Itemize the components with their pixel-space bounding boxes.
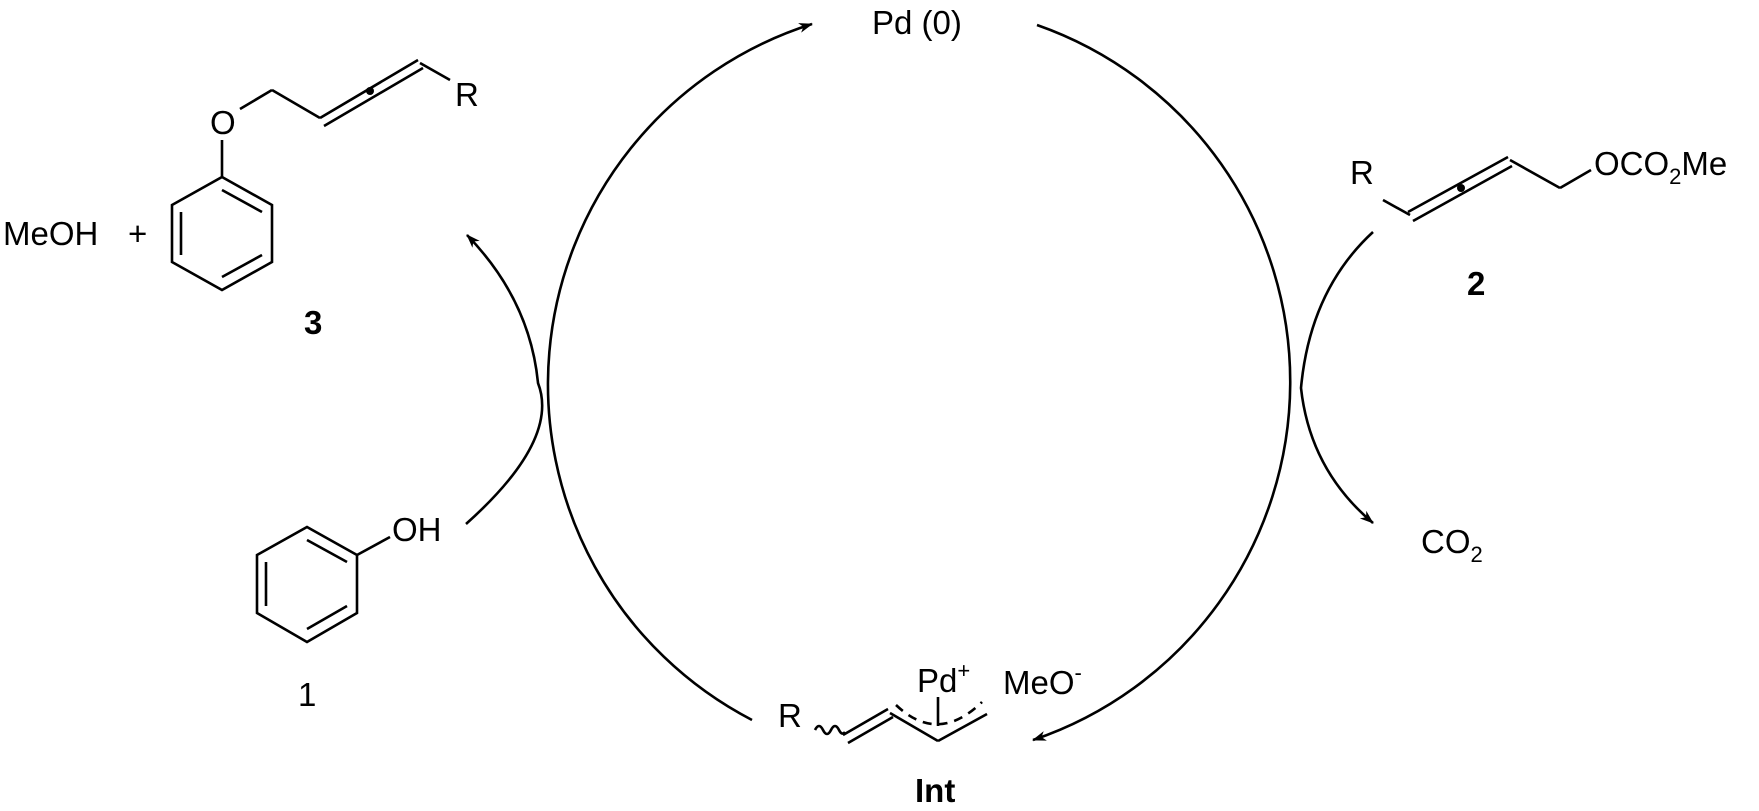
compound-1-label: 1 bbox=[298, 676, 317, 713]
cycle-arc-left bbox=[546, 22, 813, 722]
allene-to-co2-arrow bbox=[1299, 231, 1374, 524]
methoxide-symbol: MeO bbox=[1003, 664, 1075, 701]
compound-2-label: 2 bbox=[1467, 265, 1486, 302]
compound-3-label: 3 bbox=[304, 304, 323, 341]
catalyst-label: Pd (0) bbox=[872, 4, 962, 41]
phenol-to-product-arrow bbox=[465, 234, 544, 525]
carbonate-subscript: 2 bbox=[1669, 164, 1682, 189]
intermediate-r-group: R bbox=[778, 697, 802, 734]
product-r-group: R bbox=[455, 76, 479, 113]
plus-sign: + bbox=[128, 215, 148, 252]
carbonate-group: OCO2Me bbox=[1594, 145, 1728, 188]
co2-byproduct: CO2 bbox=[1421, 523, 1483, 566]
phenol-oh: OH bbox=[392, 511, 442, 548]
palladium-symbol: Pd bbox=[917, 662, 958, 699]
methoxide-charge: - bbox=[1074, 660, 1082, 685]
palladium-cation: Pd+ bbox=[917, 660, 970, 699]
intermediate-label: Int bbox=[915, 772, 956, 809]
allene-r-group: R bbox=[1350, 154, 1374, 191]
compound-1-structure bbox=[255, 525, 391, 644]
methoxide-anion: MeO- bbox=[1003, 662, 1082, 701]
carbonate-prefix: OCO bbox=[1594, 145, 1670, 182]
intermediate-structure bbox=[813, 697, 988, 745]
palladium-charge: + bbox=[957, 658, 971, 683]
carbonate-suffix: Me bbox=[1681, 145, 1728, 182]
ether-oxygen: O bbox=[210, 104, 236, 141]
co2-subscript: 2 bbox=[1470, 542, 1483, 567]
cycle-arc-right bbox=[1032, 23, 1292, 742]
methanol-byproduct: MeOH bbox=[3, 215, 99, 252]
compound-2-structure bbox=[1382, 155, 1592, 223]
co2-prefix: CO bbox=[1421, 523, 1471, 560]
compound-3-structure bbox=[170, 58, 451, 292]
